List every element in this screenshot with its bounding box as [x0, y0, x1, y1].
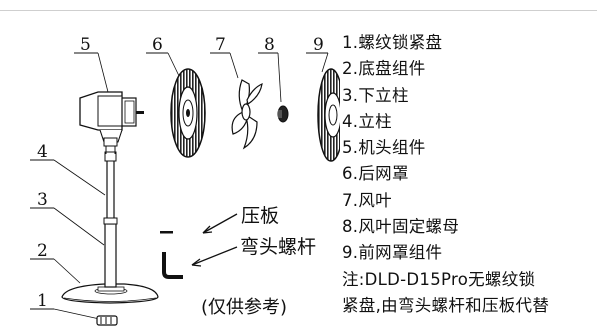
legend-item: 1.螺纹锁紧盘: [342, 33, 443, 52]
blade-nut: [277, 105, 289, 123]
legend-item: 4.立柱: [342, 111, 392, 131]
callout-number: 4: [37, 142, 48, 162]
callout-number: 6: [152, 35, 163, 55]
callout-number: 9: [313, 35, 324, 55]
callout-number: 1: [37, 291, 48, 311]
base-assembly: [61, 283, 159, 304]
callout-number: 2: [37, 241, 48, 261]
callout-number: 7: [215, 35, 226, 55]
legend-item: 6.后网罩: [342, 164, 409, 184]
lock-disc: [96, 315, 118, 326]
elbow-bolt-label: 弯头螺杆: [240, 236, 317, 258]
callout-number: 3: [37, 190, 48, 210]
part-numbers: 5 6 7 8 9 4 3 2 1: [30, 35, 328, 311]
fan-parts-drawing: 5 6 7 8 9 4 3 2 1: [30, 35, 340, 326]
motor-head-assembly: [79, 91, 144, 154]
legend-note: 注:DLD-D15Pro无螺纹锁: [342, 269, 536, 289]
parts-legend: 1.螺纹锁紧盘 2.底盘组件 3.下立柱 4.立柱 5.机头组件 6.后网罩 7…: [342, 30, 549, 319]
legend-item: 5.机头组件: [342, 138, 426, 158]
pressure-plate-part: [160, 213, 238, 234]
top-divider: [0, 10, 597, 11]
legend-item: 8.风叶固定螺母: [342, 217, 460, 237]
front-guard: [317, 68, 340, 162]
stand-columns: [103, 151, 118, 288]
callout-number: 8: [264, 35, 275, 55]
reference-note: (仅供参考): [201, 297, 288, 318]
fan-blade: [231, 79, 263, 150]
legend-item: 3.下立柱: [342, 85, 409, 105]
elbow-bolt-part: [162, 246, 238, 279]
legend-note: 紧盘,由弯头螺杆和压板代替: [342, 295, 550, 315]
pressure-plate-label: 压板: [241, 205, 280, 227]
legend-item: 9.前网罩组件: [342, 243, 443, 263]
leader-lines: [53, 52, 329, 321]
legend-item: 7.风叶: [342, 190, 392, 210]
rear-guard: [170, 68, 206, 158]
legend-item: 2.底盘组件: [342, 59, 426, 79]
callout-number: 5: [80, 35, 91, 55]
